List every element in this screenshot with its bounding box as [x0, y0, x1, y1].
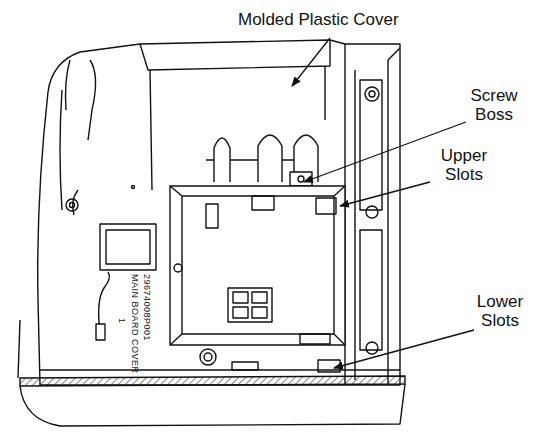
part-label: Screw Boss [462, 86, 526, 124]
molded-marking: MAIN BOARD COVER [130, 274, 140, 374]
part-label: Molded Plastic Cover [238, 10, 399, 29]
part-number: 29674008P001 [142, 274, 152, 341]
part-label: Upper Slots [432, 146, 496, 184]
molded-marking: 1 [117, 318, 127, 324]
part-label: Lower Slots [470, 292, 530, 330]
